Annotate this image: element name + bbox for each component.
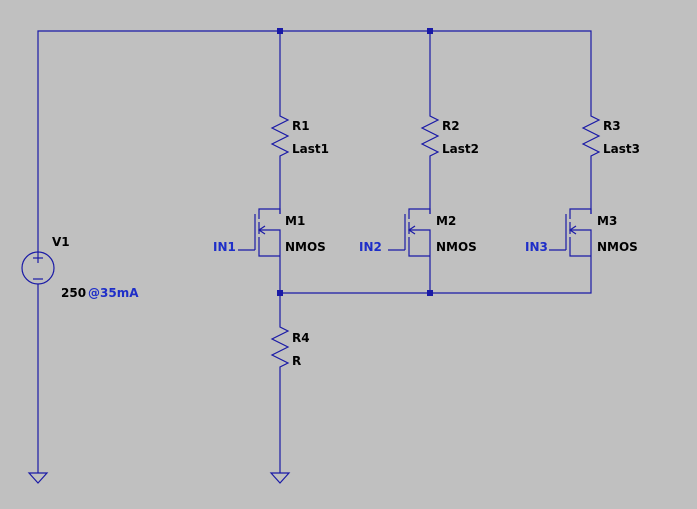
resistor-r1-symbol [270,112,290,160]
nmos-m2-symbol [388,208,431,257]
voltage-source-symbol [21,251,55,285]
junction-dot [427,28,433,34]
m3-model-label: NMOS [597,240,638,254]
junction-dot [427,290,433,296]
nmos-m1-symbol [238,208,281,257]
m2-name-label: M2 [436,214,456,228]
r3-value-label: Last3 [603,142,640,156]
m1-model-label: NMOS [285,240,326,254]
junctions [277,28,433,296]
nmos-m3-symbol [549,208,592,257]
r1-name-label: R1 [292,119,310,133]
resistor-r2-symbol [420,112,440,160]
resistor-r4-symbol [270,323,290,371]
r2-value-label: Last2 [442,142,479,156]
in3-net-label: IN3 [525,240,548,254]
in1-net-label: IN1 [213,240,236,254]
v1-annotation-label: @35mA [88,286,139,300]
m2-model-label: NMOS [436,240,477,254]
m3-name-label: M3 [597,214,617,228]
junction-dot [277,28,283,34]
r4-value-label: R [292,354,301,368]
r2-name-label: R2 [442,119,460,133]
r4-name-label: R4 [292,331,310,345]
resistor-r3-symbol [581,112,601,160]
r3-name-label: R3 [603,119,621,133]
r1-value-label: Last1 [292,142,329,156]
v1-name-label: V1 [52,235,70,249]
bottom-rail-wire [280,256,592,294]
in2-net-label: IN2 [359,240,382,254]
junction-dot [277,290,283,296]
v1-value-label: 250 [61,286,86,300]
m1-name-label: M1 [285,214,305,228]
top-rail-wire [37,30,592,252]
wires [37,30,592,470]
